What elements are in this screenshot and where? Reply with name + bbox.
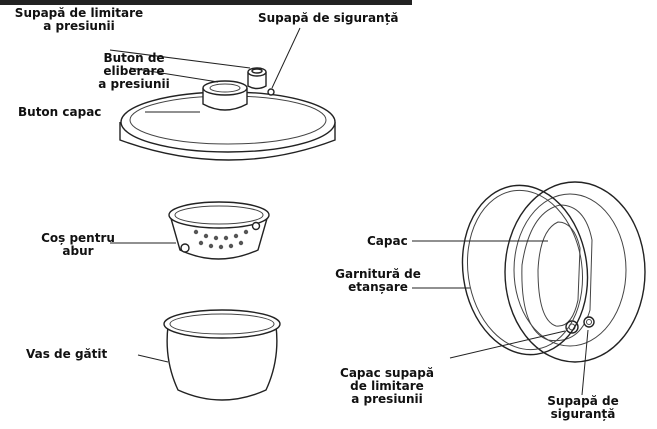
header-bar — [0, 0, 412, 5]
label-valve-cap: Capac supapă de limitare a presiunii — [340, 366, 434, 406]
label-gasket: Garnitură de etanșare — [335, 267, 421, 294]
label-pressure-limit-valve: Supapă de limitare a presiunii — [14, 6, 144, 33]
label-steam-basket: Coș pentru abur — [41, 231, 115, 258]
label-lid: Capac — [367, 234, 408, 248]
lid-side-drawing — [504, 181, 646, 363]
steam-basket-drawing — [168, 201, 270, 260]
label-lid-button: Buton capac — [18, 105, 102, 119]
label-release-button: Buton de eliberare a presiunii — [98, 51, 170, 91]
lid-top-drawing — [119, 67, 336, 161]
gasket-drawing — [461, 184, 589, 356]
label-cooking-pot: Vas de gătit — [26, 347, 108, 361]
label-safety-valve-bottom: Supapă de siguranță — [547, 394, 619, 421]
leader-lines — [109, 27, 589, 396]
cooking-pot-drawing — [163, 309, 281, 401]
label-safety-valve-top: Supapă de siguranță — [258, 11, 399, 25]
